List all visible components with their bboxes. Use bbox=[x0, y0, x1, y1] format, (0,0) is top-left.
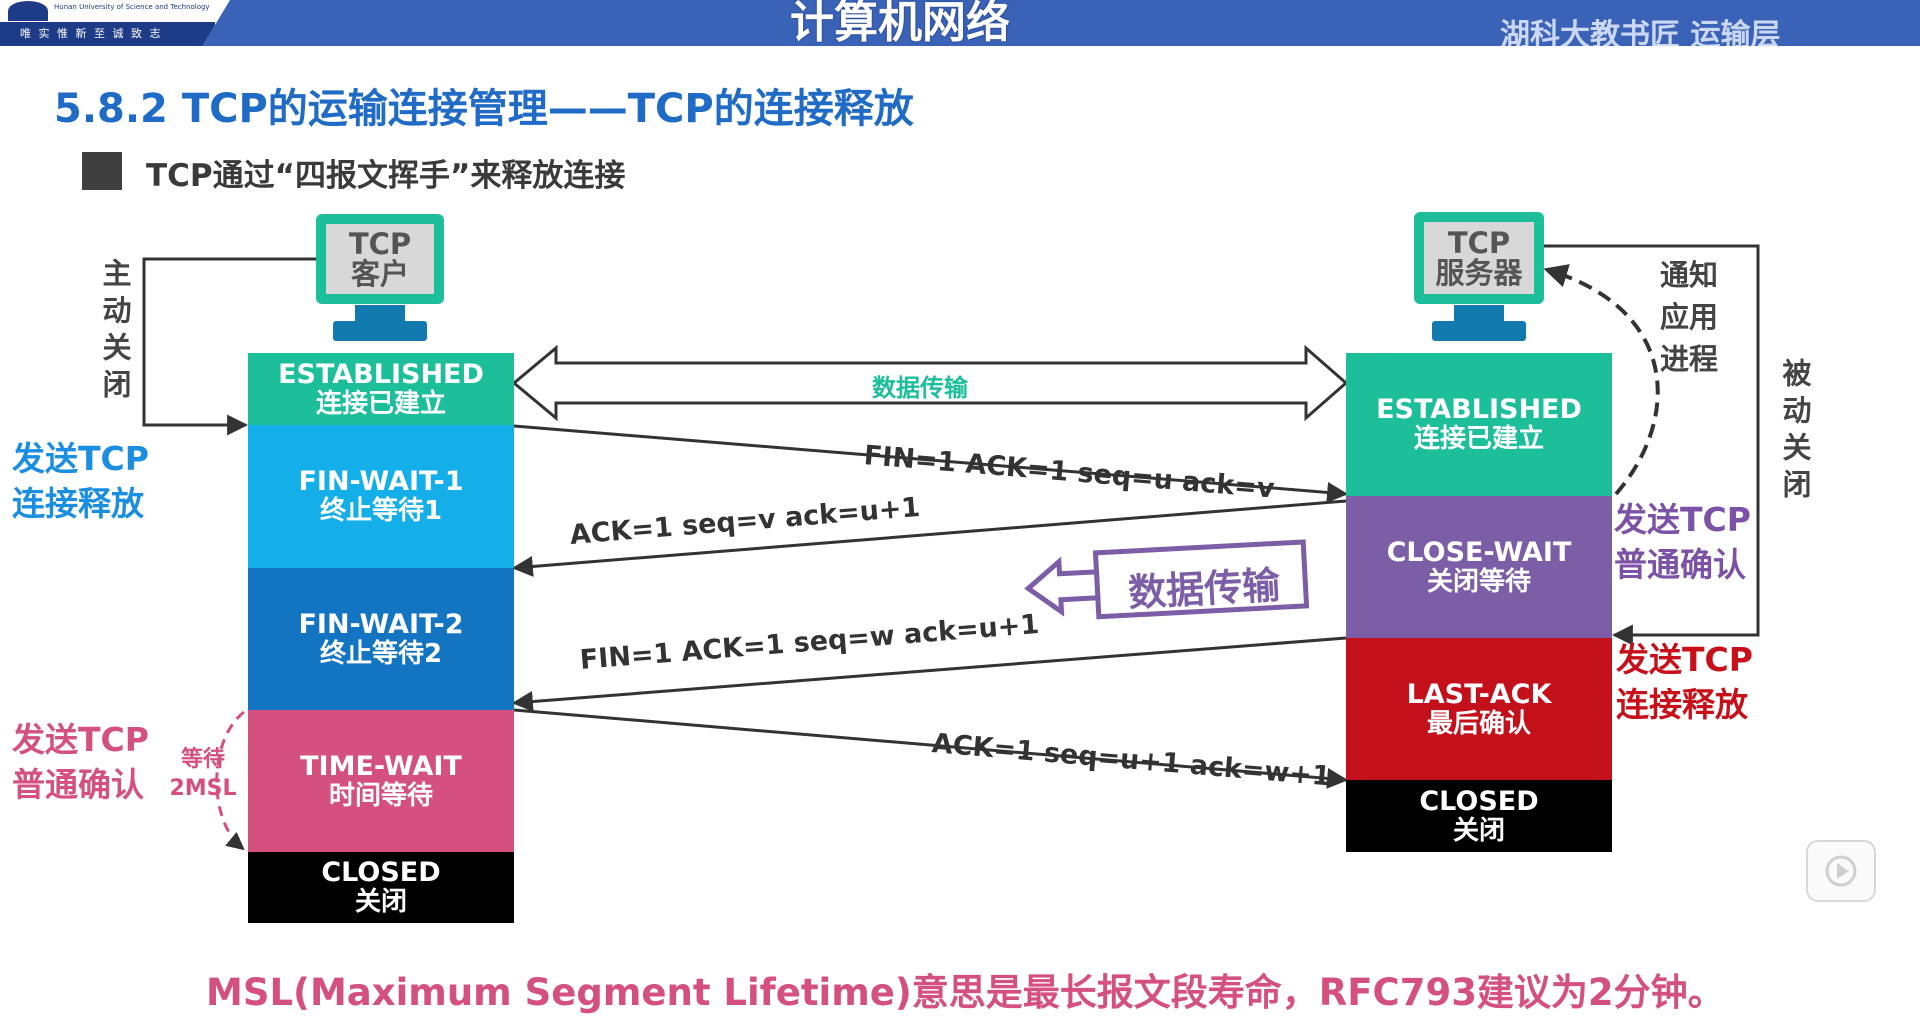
label-line: 普通确认 bbox=[12, 764, 144, 804]
passive-close-bracket bbox=[1544, 244, 1760, 646]
state-en: LAST-ACK bbox=[1406, 678, 1552, 710]
state-zh: 关闭等待 bbox=[1426, 566, 1531, 597]
server-label-line2: 服务器 bbox=[1435, 256, 1523, 290]
label-line: 发送TCP bbox=[1614, 500, 1751, 539]
state-en: ESTABLISHED bbox=[1376, 394, 1582, 426]
server-state-close-wait: CLOSE-WAIT 关闭等待 bbox=[1346, 496, 1612, 638]
logo-motto: 唯 实 惟 新 至 诚 致 志 bbox=[0, 22, 215, 46]
state-zh: 关闭 bbox=[1452, 815, 1505, 846]
label-line: 2MSL bbox=[169, 775, 237, 801]
course-title: 计算机网络 bbox=[790, 0, 1010, 46]
label-line: 发送TCP bbox=[1616, 640, 1753, 679]
play-icon bbox=[1825, 855, 1857, 887]
label-line: 普通确认 bbox=[1614, 544, 1746, 584]
state-en: FIN-WAIT-1 bbox=[298, 466, 464, 498]
fin1-arrow bbox=[513, 424, 1349, 503]
bullet-text: TCP通过“四报文挥手”来释放连接 bbox=[146, 158, 626, 194]
client-state-closed: CLOSED 关闭 bbox=[248, 852, 514, 923]
data-transfer-label: 数据传输 bbox=[872, 374, 968, 402]
wait-2msl-arc bbox=[215, 710, 245, 851]
bullet-square-icon bbox=[82, 152, 122, 190]
state-zh: 连接已建立 bbox=[315, 388, 446, 419]
server-data-transfer-label: 数据传输 bbox=[1127, 563, 1282, 615]
state-en: CLOSED bbox=[1419, 785, 1539, 817]
server-label: TCP 服务器 bbox=[1424, 222, 1534, 294]
client-state-time-wait: TIME-WAIT 时间等待 bbox=[248, 710, 514, 852]
state-zh: 终止等待2 bbox=[319, 638, 443, 669]
label-line: 应用 bbox=[1660, 300, 1719, 335]
slide-title: 5.8.2 TCP的运输连接管理——TCP的连接释放 bbox=[54, 86, 914, 132]
client-label: TCP 客户 bbox=[326, 224, 434, 294]
state-zh: 最后确认 bbox=[1426, 708, 1531, 739]
passive-close-label: 被动关闭 bbox=[1778, 358, 1812, 506]
server-state-closed: CLOSED 关闭 bbox=[1346, 780, 1612, 852]
emblem-icon bbox=[8, 1, 48, 21]
active-close-label: 主动关闭 bbox=[98, 258, 132, 406]
server-state-established: ESTABLISHED 连接已建立 bbox=[1346, 353, 1612, 496]
client-state-fin-wait-1: FIN-WAIT-1 终止等待1 bbox=[248, 425, 514, 568]
state-zh: 关闭 bbox=[354, 887, 407, 918]
client-label-line1: TCP bbox=[348, 226, 412, 261]
wait-2msl-label: 等待 2MSL bbox=[160, 746, 246, 803]
server-computer-icon bbox=[1414, 212, 1544, 341]
label-line: 通知 bbox=[1660, 258, 1719, 292]
label-line: 进程 bbox=[1660, 342, 1719, 377]
server-state-last-ack: LAST-ACK 最后确认 bbox=[1346, 638, 1612, 780]
client-send-ack-label: 发送TCP 普通确认 bbox=[12, 718, 149, 807]
client-send-release-label: 发送TCP 连接释放 bbox=[12, 437, 149, 526]
top-banner: Hunan University of Science and Technolo… bbox=[0, 0, 1920, 46]
client-label-line2: 客户 bbox=[350, 257, 409, 291]
client-state-fin-wait-2: FIN-WAIT-2 终止等待2 bbox=[248, 568, 514, 710]
state-zh: 终止等待1 bbox=[319, 496, 443, 527]
server-label-line1: TCP bbox=[1447, 225, 1511, 260]
state-zh: 时间等待 bbox=[328, 780, 433, 811]
server-send-ack-label: 发送TCP 普通确认 bbox=[1614, 498, 1751, 587]
state-en: CLOSED bbox=[321, 857, 441, 889]
footer-note: MSL(Maximum Segment Lifetime)意思是最长报文段寿命，… bbox=[206, 971, 1725, 1014]
state-en: TIME-WAIT bbox=[300, 750, 462, 782]
label-line: 等待 bbox=[180, 747, 225, 772]
chapter-tag: 湖科大教书匠 运输层 bbox=[1500, 18, 1781, 46]
notify-app-arrow bbox=[1543, 264, 1660, 496]
data-transfer-arrow-server bbox=[1024, 539, 1310, 620]
client-state-established: ESTABLISHED 连接已建立 bbox=[248, 353, 514, 425]
state-zh: 连接已建立 bbox=[1413, 424, 1544, 455]
ack1-arrow bbox=[511, 499, 1347, 577]
label-line: 发送TCP bbox=[12, 439, 149, 478]
notify-app-label: 通知 应用 进程 bbox=[1660, 254, 1718, 380]
play-button[interactable] bbox=[1806, 840, 1876, 902]
state-en: ESTABLISHED bbox=[278, 358, 484, 390]
state-en: FIN-WAIT-2 bbox=[298, 608, 464, 640]
logo-english-name: Hunan University of Science and Technolo… bbox=[54, 3, 210, 11]
label-line: 连接释放 bbox=[1616, 684, 1748, 724]
server-send-release-label: 发送TCP 连接释放 bbox=[1616, 638, 1753, 727]
client-computer-icon bbox=[316, 214, 444, 341]
state-en: CLOSE-WAIT bbox=[1386, 536, 1572, 568]
active-close-bracket bbox=[142, 257, 316, 436]
label-line: 连接释放 bbox=[12, 483, 144, 523]
fin2-arrow bbox=[511, 636, 1347, 712]
label-line: 发送TCP bbox=[12, 720, 149, 759]
ack2-arrow bbox=[513, 708, 1349, 789]
university-logo: Hunan University of Science and Technolo… bbox=[0, 0, 230, 46]
